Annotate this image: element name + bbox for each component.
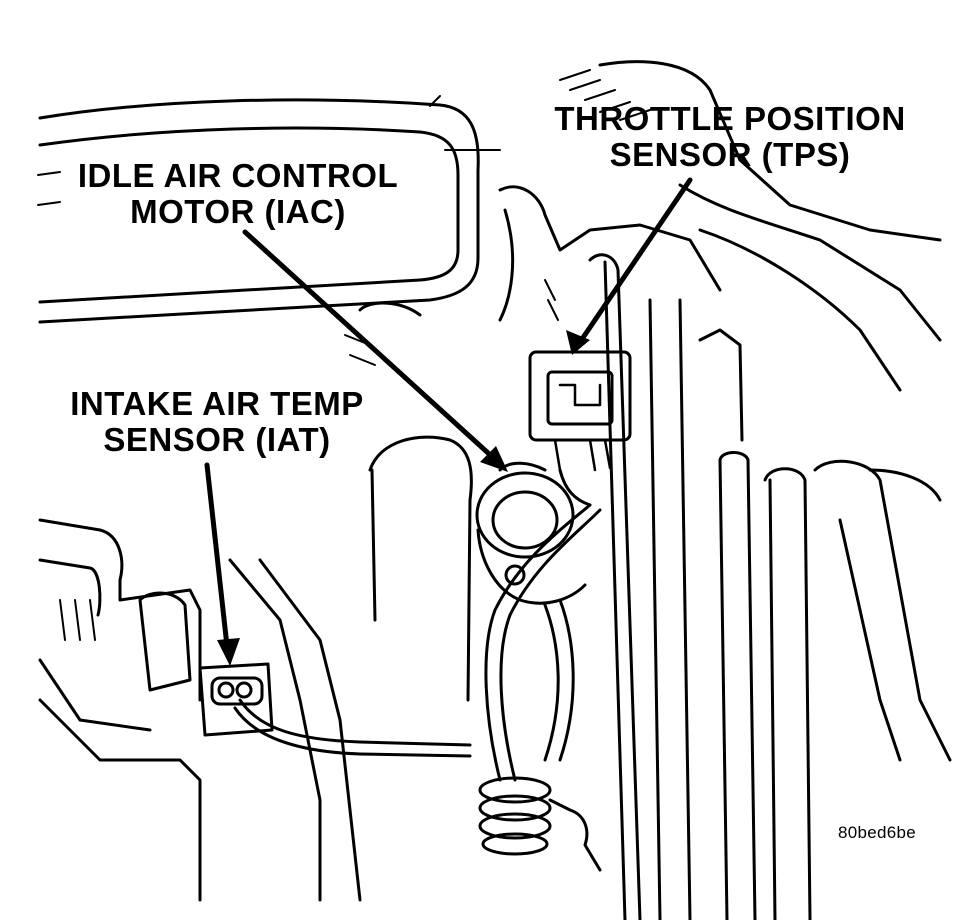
wiring-harness <box>478 503 602 872</box>
iat-leader-arrow <box>204 462 231 658</box>
tps-callout-line1: THROTTLE POSITION <box>554 100 906 137</box>
iac-callout-line1: IDLE AIR CONTROL <box>77 157 399 194</box>
iac-leader-arrow <box>242 229 501 465</box>
tps-leader-arrow <box>575 177 693 348</box>
tps-connector <box>528 350 632 507</box>
throttle-body <box>498 60 942 392</box>
iat-callout: INTAKE AIR TEMP SENSOR (IAT) <box>52 386 382 458</box>
arrowheads <box>217 330 590 666</box>
iac-arrowhead <box>480 446 508 472</box>
tps-callout-line2: SENSOR (TPS) <box>609 136 851 173</box>
right-tubes <box>588 253 952 920</box>
iat-callout-line2: SENSOR (IAT) <box>103 421 331 458</box>
iat-connector <box>198 662 472 758</box>
figure-id: 80bed6be <box>838 823 917 842</box>
lower-left-bracket <box>38 518 362 902</box>
iat-callout-line1: INTAKE AIR TEMP <box>70 385 364 422</box>
center-hose <box>344 301 473 702</box>
air-cleaner-housing <box>37 95 501 324</box>
leader-arrows <box>204 177 693 658</box>
tps-arrowhead <box>566 330 590 355</box>
iac-callout-line2: MOTOR (IAC) <box>130 193 346 230</box>
iat-arrowhead <box>217 638 240 666</box>
iac-callout: IDLE AIR CONTROL MOTOR (IAC) <box>62 158 414 230</box>
tps-callout: THROTTLE POSITION SENSOR (TPS) <box>538 101 922 173</box>
